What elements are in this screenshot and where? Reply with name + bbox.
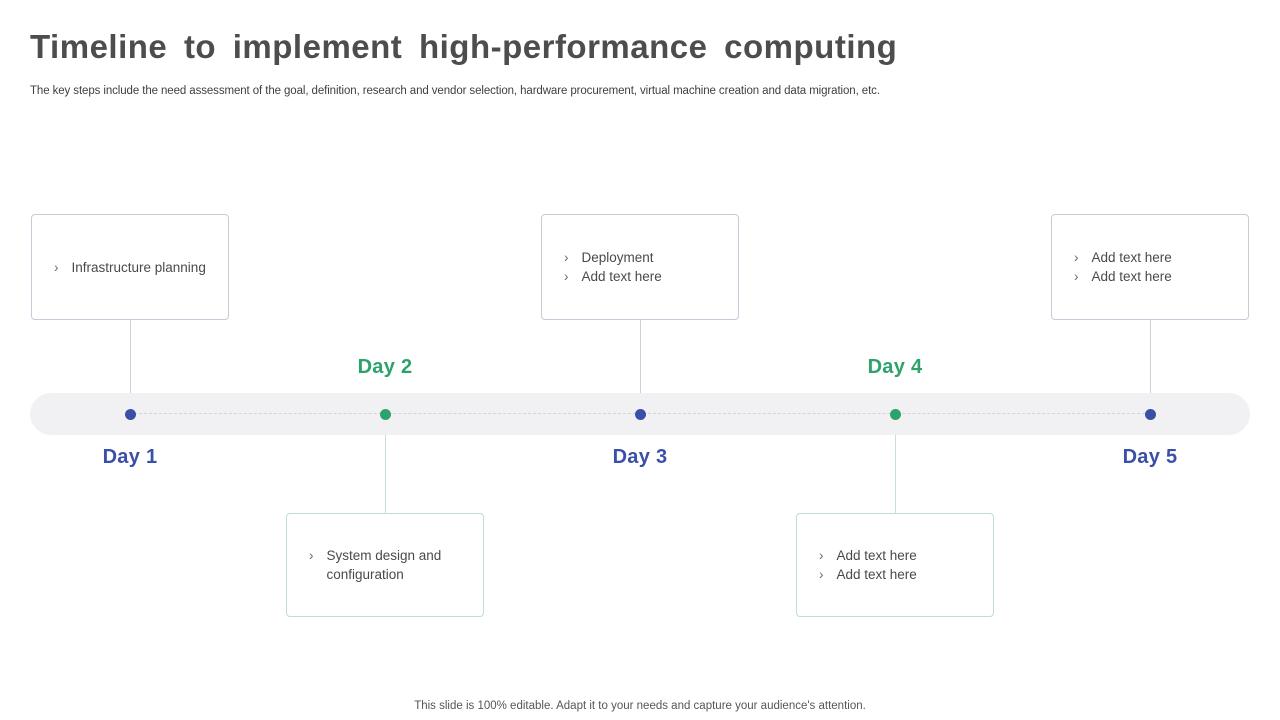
timeline-dot [1144,408,1156,420]
milestone-item: › Add text here [819,565,983,584]
day-label: Day 5 [1122,446,1178,468]
timeline-dot [124,408,136,420]
timeline-dot [379,408,391,420]
milestone-item-text: Add text here [836,567,917,582]
milestone-box[interactable]: › Add text here › Add text here [796,513,994,617]
page-title: Timeline to implement high-performance c… [30,28,898,65]
milestone-box[interactable]: › Add text here › Add text here [1051,214,1249,320]
milestone-item-list: › Infrastructure planning [32,215,228,319]
milestone-item: › Deployment [564,248,728,267]
milestone-box[interactable]: › Deployment › Add text here [541,214,739,320]
milestone-item: › Add text here [564,267,728,286]
connector-line [894,435,896,513]
milestone-item-text: Add text here [836,548,917,563]
day-label: Day 1 [102,446,158,468]
chevron-bullet-icon: › [54,259,59,275]
chevron-bullet-icon: › [309,548,314,563]
footer-note: This slide is 100% editable. Adapt it to… [414,700,866,712]
milestone-item: › Add text here [1074,267,1238,286]
milestone-item-text: Add text here [1091,269,1172,284]
milestone-item: › Add text here [819,546,983,565]
milestone-box[interactable]: › Infrastructure planning [31,214,229,320]
milestone-item-list: › System design and configuration [287,514,483,616]
timeline-dot [634,408,646,420]
milestone-item-text: Deployment [581,250,654,265]
milestone-box[interactable]: › System design and configuration [286,513,484,617]
milestone-item-text: Add text here [1091,250,1172,265]
chevron-bullet-icon: › [819,548,824,563]
connector-line [1149,318,1151,393]
milestone-item: › System design and configuration [309,546,473,584]
chevron-bullet-icon: › [819,567,824,582]
milestone-item-text: Add text here [581,269,662,284]
chevron-bullet-icon: › [564,269,569,284]
milestone-item-list: › Add text here › Add text here [797,514,993,616]
milestone-item: › Add text here [1074,248,1238,267]
milestone-item: › Infrastructure planning [54,258,218,277]
connector-line [639,318,641,393]
timeline-dot [889,408,901,420]
chevron-bullet-icon: › [1074,269,1079,284]
subtitle: The key steps include the need assessmen… [30,85,880,97]
day-label: Day 2 [357,356,413,378]
connector-line [384,435,386,513]
connector-line [129,318,131,393]
chevron-bullet-icon: › [564,250,569,265]
day-label: Day 4 [867,356,923,378]
milestone-item-list: › Add text here › Add text here [1052,215,1248,319]
chevron-bullet-icon: › [1074,250,1079,265]
milestone-item-text: System design and configuration [326,548,442,582]
day-label: Day 3 [612,446,668,468]
milestone-item-text: Infrastructure planning [71,259,206,275]
milestone-item-list: › Deployment › Add text here [542,215,738,319]
